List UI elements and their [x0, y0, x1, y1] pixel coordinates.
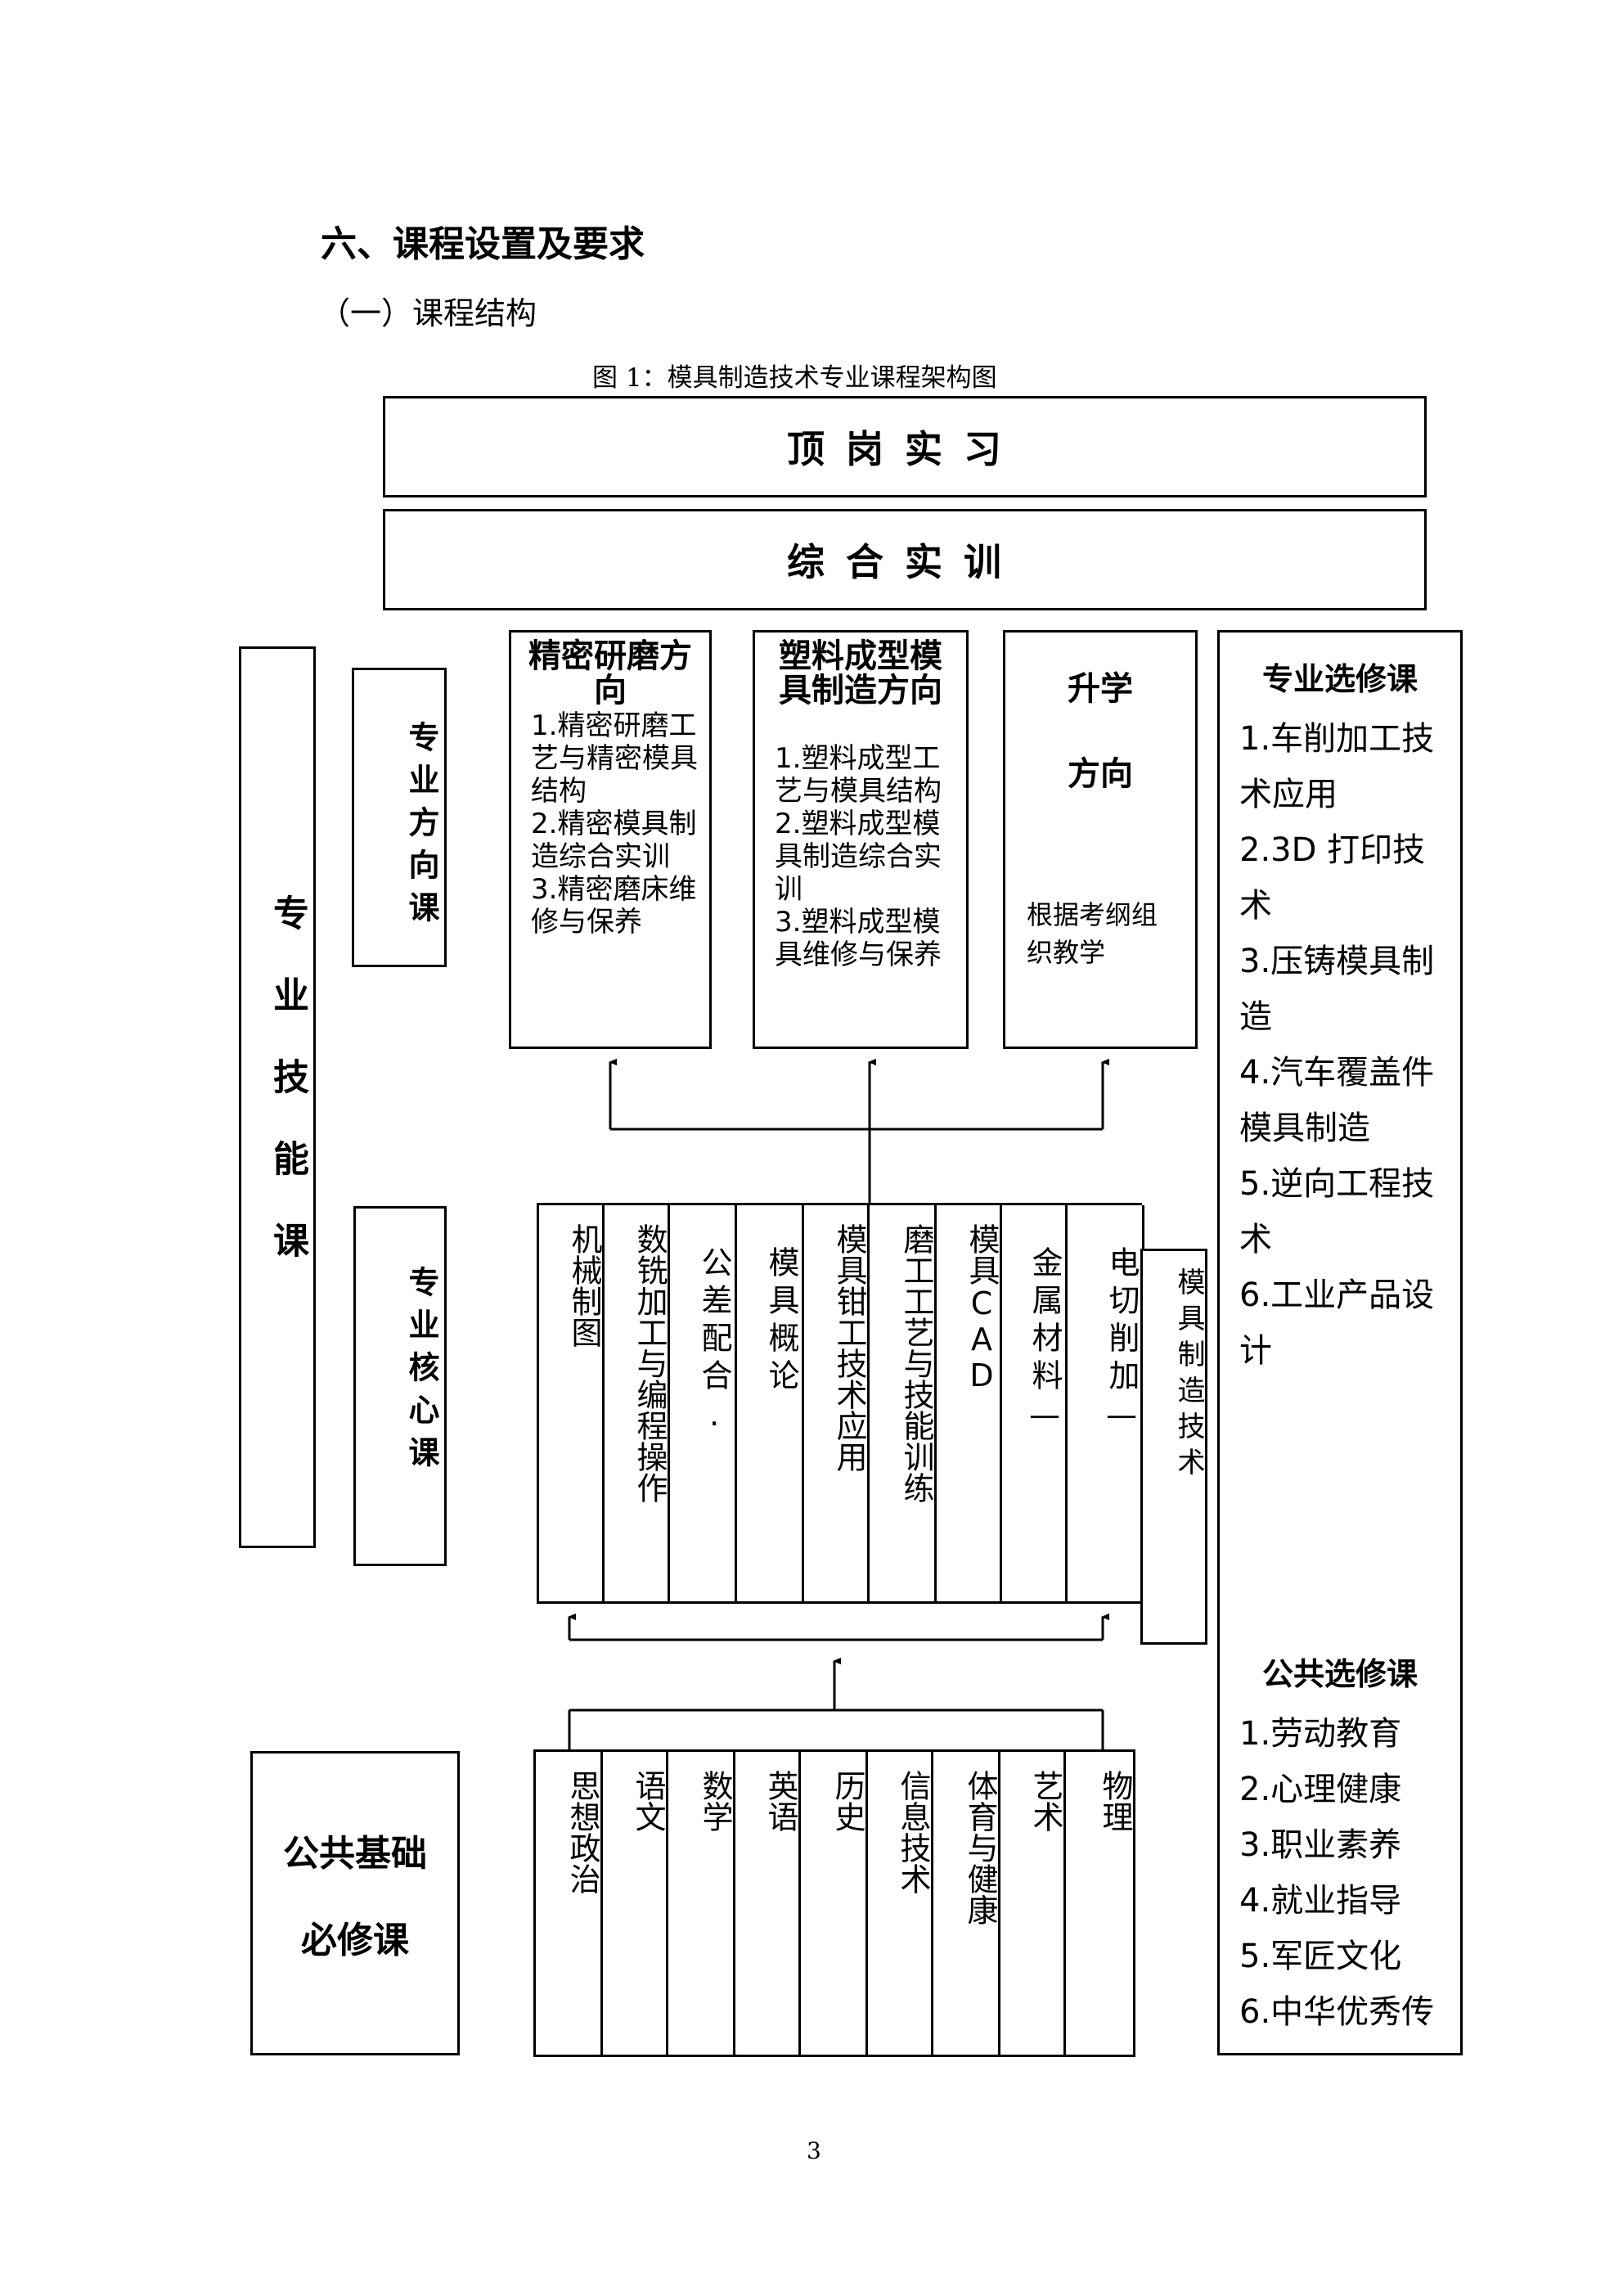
- section-heading: 六、课程设置及要求: [321, 223, 645, 265]
- elective-item: 5.逆向工程技: [1239, 1165, 1435, 1203]
- core-course-col: 模具概论: [737, 1205, 804, 1601]
- direction-item: 2.精密模具制造综合实训: [531, 808, 697, 873]
- direction-title: 精密研磨方向: [528, 637, 692, 709]
- direction-item: 2.塑料成型模具制造综合实训: [775, 808, 942, 906]
- public-course: 信息技术: [895, 1770, 931, 1894]
- core-courses-table: 机械制图 数铣加工与编程操作 公差配合. 模具概论 模具钳工技术应用 磨工工艺与…: [537, 1203, 1144, 1604]
- core-course: 电切削加—: [1104, 1246, 1140, 1439]
- elective-item: 2.心理健康: [1239, 1771, 1402, 1808]
- public-course-col: 历史: [801, 1752, 868, 2055]
- public-course-col: 物理: [1066, 1752, 1133, 2055]
- elective-item: 2.3D 打印技: [1239, 831, 1426, 869]
- elective-item: 6.工业产品设: [1239, 1276, 1435, 1314]
- direction-category-box: 专业方向课: [352, 668, 447, 967]
- public-course-col: 数学: [668, 1752, 735, 2055]
- core-course: 机械制图: [566, 1223, 602, 1348]
- elective-item: 6.中华优秀传: [1239, 1993, 1435, 2031]
- electives-panel: 专业选修课 1.车削加工技 术应用 2.3D 打印技 术 3.压铸模具制 造 4…: [1217, 630, 1463, 2055]
- public-electives-title: 公共选修课: [1261, 1656, 1418, 1692]
- public-course: 语文: [630, 1770, 666, 1832]
- comprehensive-training-banner: 综合实训: [383, 509, 1427, 610]
- elective-item: 5.军匠文化: [1239, 1938, 1402, 1975]
- core-course-col: 模具钳工技术应用: [804, 1205, 870, 1601]
- core-extra-course: 模具制造技术: [1172, 1267, 1205, 1483]
- core-course-col: 模具CAD: [937, 1205, 1002, 1601]
- public-category-box: 公共基础 必修课: [250, 1751, 460, 2055]
- direction-category-label: 专业方向课: [403, 721, 439, 934]
- internship-banner-label: 顶岗实习: [787, 427, 1023, 471]
- core-course: 磨工工艺与技能训练: [898, 1223, 934, 1503]
- elective-item: 术应用: [1239, 776, 1338, 813]
- elective-item: 4.就业指导: [1239, 1882, 1402, 1920]
- subsection-heading: （一）课程结构: [319, 295, 537, 331]
- elective-item: 造: [1239, 998, 1272, 1036]
- public-course: 英语: [762, 1770, 798, 1832]
- professional-electives-title: 专业选修课: [1261, 661, 1418, 697]
- public-course: 艺术: [1027, 1770, 1063, 1832]
- core-course: 公差配合.: [696, 1246, 732, 1439]
- direction-item: 1.塑料成型工艺与模具结构: [775, 742, 942, 808]
- core-course: 数铣加工与编程操作: [632, 1223, 668, 1503]
- direction-box-further-study: 升学 方向 根据考纲组织教学: [1003, 630, 1198, 1049]
- public-course-col: 体育与健康: [933, 1752, 1000, 2055]
- public-course: 思想政治: [564, 1770, 600, 1894]
- public-course-col: 语文: [603, 1752, 668, 2055]
- core-course-col: 金属材料—: [1002, 1205, 1068, 1601]
- public-course: 物理: [1097, 1770, 1133, 1832]
- public-course: 数学: [697, 1770, 733, 1832]
- direction-title: 塑料成型模具制造方向: [779, 637, 942, 709]
- core-course: 模具CAD: [964, 1223, 1000, 1393]
- direction-item: 1.精密研磨工艺与精密模具结构: [531, 709, 698, 808]
- elective-item: 3.职业素养: [1239, 1826, 1402, 1864]
- core-course-col: 磨工工艺与技能训练: [870, 1205, 937, 1601]
- elective-item: 4.汽车覆盖件: [1239, 1054, 1435, 1092]
- direction-note: 根据考纲组织教学: [1027, 899, 1158, 968]
- core-course: 模具钳工技术应用: [831, 1223, 867, 1472]
- internship-banner: 顶岗实习: [383, 396, 1427, 497]
- public-course-col: 信息技术: [868, 1752, 933, 2055]
- comprehensive-training-label: 综合实训: [787, 540, 1023, 584]
- core-extra-course-box: 模具制造技术: [1140, 1249, 1207, 1645]
- skill-category-box: 专业技能课: [239, 646, 316, 1548]
- figure-caption: 图 1：模具制造技术专业课程架构图: [592, 363, 997, 393]
- core-course-col: 公差配合.: [670, 1205, 737, 1601]
- public-course: 体育与健康: [962, 1770, 998, 1925]
- public-course-col: 英语: [735, 1752, 801, 2055]
- direction-box-plastic: 塑料成型模具制造方向 1.塑料成型工艺与模具结构 2.塑料成型模具制造综合实训 …: [753, 630, 969, 1049]
- public-course: 历史: [829, 1770, 865, 1832]
- elective-item: 3.压铸模具制: [1239, 943, 1435, 980]
- elective-item: 术: [1239, 887, 1272, 925]
- core-course-col: 机械制图: [539, 1205, 605, 1601]
- elective-item: 计: [1239, 1332, 1272, 1370]
- page-number: 3: [807, 2137, 821, 2164]
- core-course-col: 数铣加工与编程操作: [605, 1205, 670, 1601]
- public-category-line-2: 必修课: [301, 1920, 409, 1961]
- direction-item: 3.塑料成型模具维修与保养: [775, 906, 942, 971]
- direction-title-line-2: 方向: [1068, 755, 1133, 793]
- direction-title-line-1: 升学: [1068, 670, 1133, 708]
- elective-item: 1.车削加工技: [1239, 720, 1435, 758]
- direction-item: 3.精密磨床维修与保养: [531, 873, 697, 939]
- direction-box-precision: 精密研磨方向 1.精密研磨工艺与精密模具结构 2.精密模具制造综合实训 3.精密…: [509, 630, 712, 1049]
- elective-item: 1.劳动教育: [1239, 1715, 1402, 1753]
- public-course-col: 思想政治: [536, 1752, 603, 2055]
- core-category-label: 专业核心课: [403, 1266, 439, 1479]
- public-course-col: 艺术: [1000, 1752, 1066, 2055]
- public-category-line-1: 公共基础: [283, 1833, 427, 1875]
- core-course-col: 电切削加—: [1068, 1205, 1144, 1601]
- elective-item: 术: [1239, 1221, 1272, 1258]
- elective-item: 模具制造: [1239, 1110, 1370, 1147]
- public-courses-table: 思想政治 语文 数学 英语 历史 信息技术 体育与健康 艺术 物理: [533, 1749, 1135, 2057]
- core-course: 金属材料—: [1027, 1246, 1063, 1439]
- skill-category-label: 专业技能课: [267, 894, 308, 1303]
- core-category-box: 专业核心课: [353, 1206, 447, 1566]
- core-course: 模具概论: [763, 1246, 799, 1397]
